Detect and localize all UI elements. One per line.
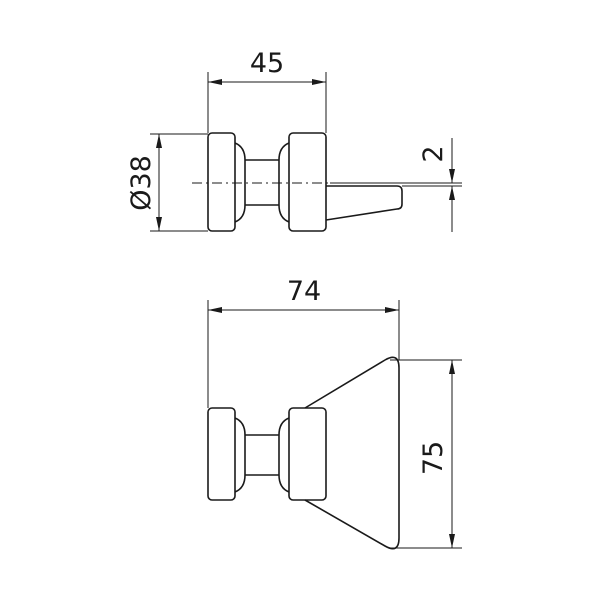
- top-view-knob: [207, 132, 327, 232]
- dimension-length-label: 74: [287, 276, 321, 307]
- dimension-offset-label: 2: [418, 145, 449, 162]
- side-view-knob: [207, 407, 327, 501]
- side-view: 74 75: [207, 276, 462, 550]
- dimension-diameter-label: Ø38: [126, 155, 157, 211]
- dimension-height-label: 75: [418, 441, 449, 475]
- dimension-diameter: Ø38: [126, 133, 208, 232]
- top-view: 45 Ø38 2: [126, 48, 462, 232]
- dimension-width-label: 45: [250, 48, 284, 79]
- top-view-plate: [325, 185, 403, 221]
- dimension-width: 45: [207, 48, 327, 133]
- dimension-height: 75: [390, 359, 462, 549]
- dimension-length: 74: [207, 276, 400, 408]
- side-view-backplate: [304, 356, 400, 550]
- dimension-offset: 2: [330, 138, 462, 232]
